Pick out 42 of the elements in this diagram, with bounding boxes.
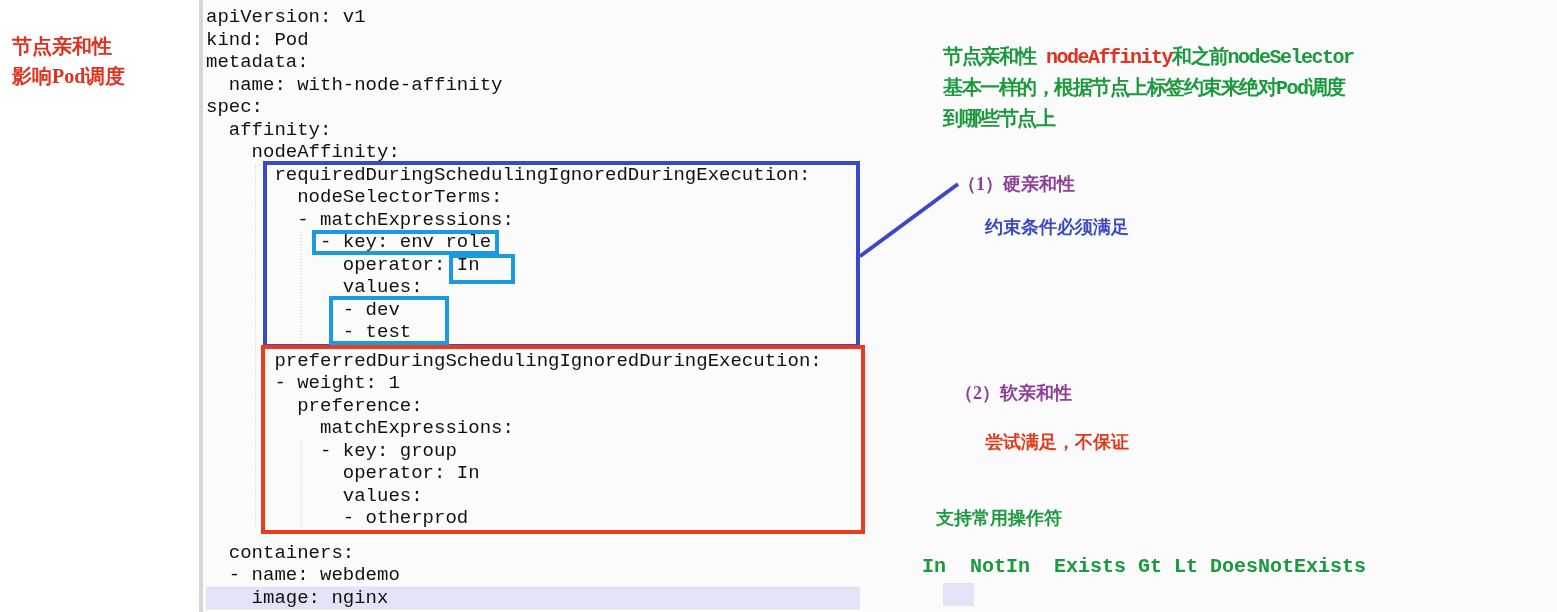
- code-line: preferredDuringSchedulingIgnoredDuringExecution:: [274, 350, 822, 371]
- code-line: kind: Pod: [206, 29, 309, 50]
- heading: 支持常用操作符: [936, 507, 1062, 530]
- side-title: 节点亲和性: [12, 34, 112, 59]
- connector-line: [858, 182, 960, 258]
- code-line: apiVersion: v1: [206, 7, 366, 27]
- code-line: operator:: [342, 254, 446, 275]
- code-line: containers:: [228, 542, 355, 563]
- highlight-frame: [263, 160, 860, 348]
- code-line: - key: env role: [320, 232, 492, 252]
- description-text: 节点亲和性 nodeAffinity和之前nodeSelector基本一样的，根据节点上标签约束来绝对Pod调度到哪些节点上: [943, 44, 1355, 133]
- code-line: - otherprod: [342, 508, 469, 528]
- code-line: requiredDuringSchedulingIgnoredDuringExecution:: [274, 164, 811, 185]
- code-line: - dev: [342, 299, 400, 320]
- note-text: 约束条件必须满足: [985, 216, 1129, 239]
- code-line: values:: [342, 277, 423, 297]
- code-line: image: nginx: [251, 587, 389, 608]
- code-line: matchExpressions:: [320, 418, 514, 438]
- heading: （1）硬亲和性: [958, 172, 1075, 196]
- code-line: operator: In: [342, 463, 480, 483]
- code-line: nodeSelectorTerms:: [297, 187, 503, 207]
- code-line: - test: [342, 322, 412, 342]
- side-title: 影响Pod调度: [12, 64, 126, 89]
- code-line: spec:: [206, 97, 263, 117]
- operator-list: In NotIn Exists Gt Lt DoesNotExists: [922, 555, 1367, 578]
- code-line: - name: webdemo: [228, 565, 400, 585]
- code-line: preference:: [297, 395, 423, 416]
- highlight-frame: [328, 295, 449, 345]
- code-line: - key: group: [320, 440, 457, 461]
- code-line: name: with-node-affinity: [228, 74, 503, 95]
- heading: （2）软亲和性: [955, 382, 1072, 405]
- note-text: 尝试满足，不保证: [985, 431, 1129, 454]
- highlight-frame: [312, 230, 499, 255]
- code-line: affinity:: [228, 119, 332, 140]
- highlight-frame: [448, 253, 515, 284]
- code-line: In: [456, 254, 480, 275]
- code-line: nodeAffinity:: [251, 142, 400, 162]
- highlight-frame: [261, 344, 865, 534]
- code-line: - matchExpressions:: [297, 209, 514, 230]
- code-line: - weight: 1: [274, 373, 400, 393]
- code-line: metadata:: [206, 52, 309, 72]
- code-line: values:: [342, 485, 423, 506]
